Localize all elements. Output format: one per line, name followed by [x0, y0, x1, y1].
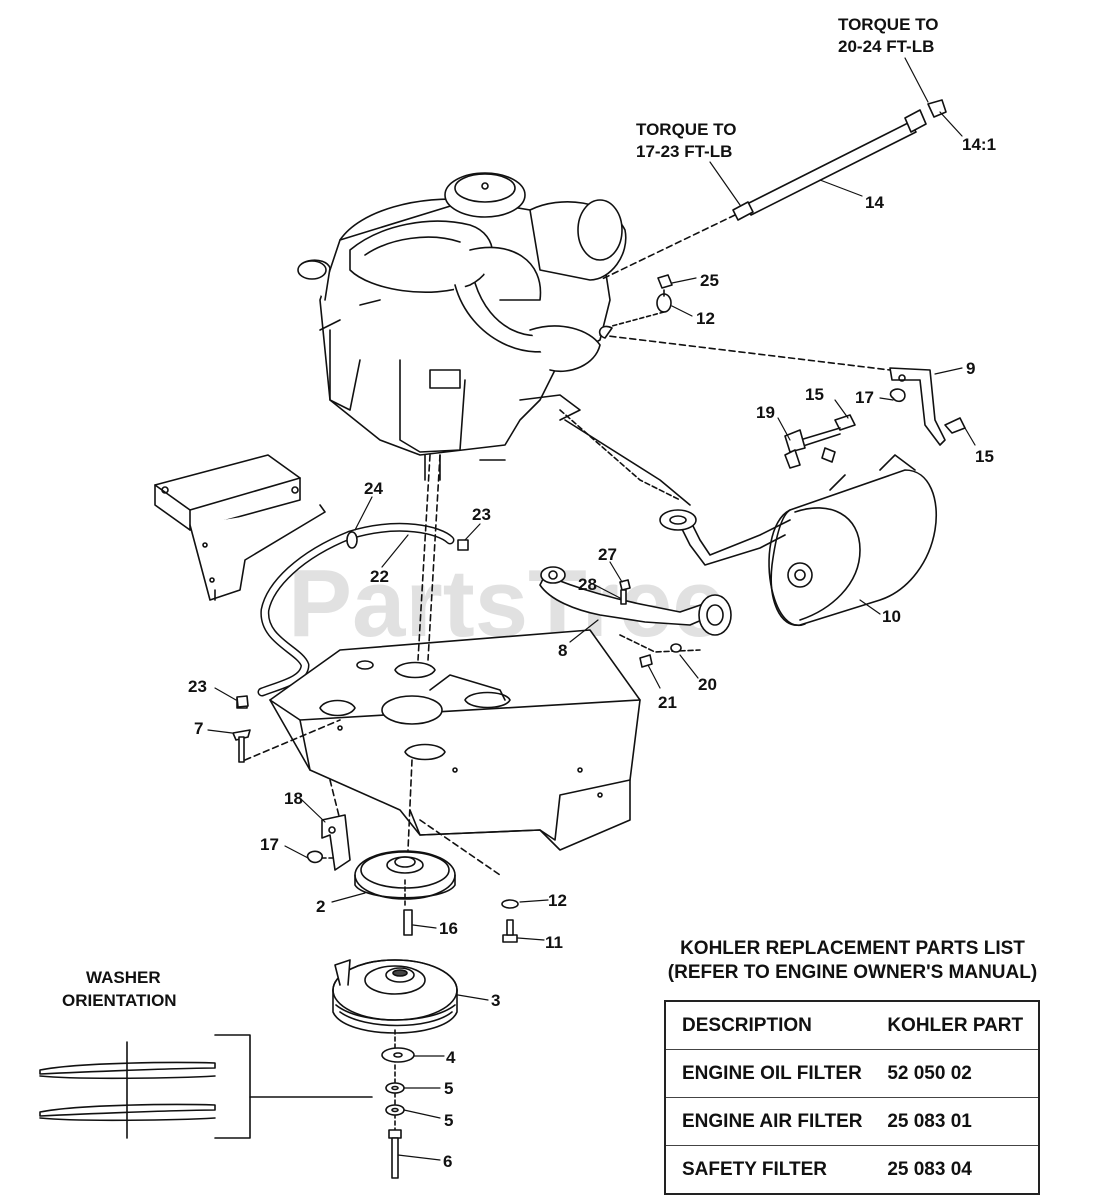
callout-leaders — [207, 57, 976, 1161]
row-description: ENGINE AIR FILTER — [665, 1097, 884, 1146]
callout-15-right: 15 — [975, 447, 994, 466]
exhaust-pipe-part-8 — [539, 409, 791, 653]
callout-12-bottom: 12 — [548, 891, 567, 910]
bolt-part-6 — [388, 1129, 402, 1179]
hardware-15-17-19 — [784, 388, 966, 469]
callout-21: 21 — [658, 693, 677, 712]
washer-orientation-line2: ORIENTATION — [62, 991, 177, 1010]
callout-23-top: 23 — [472, 505, 491, 524]
heat-shield — [154, 454, 326, 601]
callout-7: 7 — [194, 719, 203, 738]
callout-16: 16 — [439, 919, 458, 938]
row-description: SAFETY FILTER — [665, 1145, 884, 1194]
muffler-part-10 — [768, 454, 937, 627]
callout-11: 11 — [545, 933, 563, 952]
parts-table-header: DESCRIPTION KOHLER PART — [665, 1001, 1039, 1050]
clutch-part-3 — [332, 959, 458, 1141]
callout-5-upper: 5 — [444, 1079, 453, 1098]
washer-orientation-detail — [39, 1034, 373, 1139]
callout-12-top: 12 — [696, 309, 715, 328]
torque-note-mid-line2: 17-23 FT-LB — [636, 142, 732, 161]
row-description: ENGINE OIL FILTER — [665, 1049, 884, 1098]
callout-19: 19 — [756, 403, 775, 422]
torque-note-mid-line1: TORQUE TO — [636, 120, 736, 139]
fasteners-27-28-20-21 — [619, 579, 682, 668]
callout-6: 6 — [443, 1152, 452, 1171]
washer-part-4 — [381, 1047, 415, 1063]
callout-18: 18 — [284, 789, 303, 808]
engine-illustration — [297, 172, 627, 481]
table-row: SAFETY FILTER 25 083 04 — [665, 1145, 1039, 1194]
callout-20: 20 — [698, 675, 717, 694]
bolt-part-7-nut-23 — [232, 695, 251, 763]
callout-15-left: 15 — [805, 385, 824, 404]
callout-17-bottom: 17 — [260, 835, 279, 854]
callout-25: 25 — [700, 271, 719, 290]
washer-orientation-line1: WASHER — [86, 968, 161, 987]
torque-note-top-line2: 20-24 FT-LB — [838, 37, 934, 56]
bolt-part-11-washer-part-12 — [501, 899, 519, 943]
table-row: ENGINE OIL FILTER 52 050 02 — [665, 1049, 1039, 1098]
callout-17-top: 17 — [855, 388, 874, 407]
row-part-number: 25 083 04 — [883, 1145, 1039, 1194]
callout-numbers: 14:1 14 25 12 9 15 17 19 15 24 23 22 27 … — [188, 135, 996, 1171]
header-description: DESCRIPTION — [682, 1014, 812, 1036]
bracket-part-18 — [306, 814, 351, 871]
row-part-number: 52 050 02 — [883, 1049, 1039, 1098]
parts-list-title-line2: (REFER TO ENGINE OWNER'S MANUAL) — [667, 962, 1038, 983]
callout-9: 9 — [966, 359, 975, 378]
assembly-centerlines — [244, 454, 501, 876]
dipstick-tube-part-14 — [599, 99, 947, 281]
callout-24: 24 — [364, 479, 383, 498]
callout-14-1: 14:1 — [962, 135, 996, 154]
callout-22: 22 — [370, 567, 389, 586]
callout-2: 2 — [316, 897, 325, 916]
table-row: ENGINE AIR FILTER 25 083 01 — [665, 1097, 1039, 1146]
kohler-parts-table: DESCRIPTION KOHLER PART ENGINE OIL FILTE… — [664, 1000, 1040, 1195]
callout-28: 28 — [578, 575, 597, 594]
callout-3: 3 — [491, 991, 500, 1010]
mounting-plate — [269, 629, 641, 851]
torque-note-top-line1: TORQUE TO — [838, 15, 938, 34]
callout-5-lower: 5 — [444, 1111, 453, 1130]
callout-14: 14 — [865, 193, 884, 212]
muffler-bracket-part-9 — [598, 325, 946, 446]
parts-list-title-line1: KOHLER REPLACEMENT PARTS LIST — [680, 938, 1025, 959]
washer-part-5-lower — [385, 1104, 405, 1116]
key-part-16 — [403, 909, 413, 936]
callout-23-left: 23 — [188, 677, 207, 696]
hardware-25-12 — [611, 274, 673, 327]
parts-list-title: KOHLER REPLACEMENT PARTS LIST (REFER TO … — [655, 937, 1050, 985]
callout-10: 10 — [882, 607, 901, 626]
callout-27: 27 — [598, 545, 617, 564]
pulley-part-2 — [354, 850, 456, 906]
callout-4: 4 — [446, 1048, 456, 1067]
washer-part-5-upper — [385, 1082, 405, 1094]
callout-8: 8 — [558, 641, 567, 660]
header-kohler-part: KOHLER PART — [887, 1014, 1024, 1036]
row-part-number: 25 083 01 — [883, 1097, 1039, 1146]
